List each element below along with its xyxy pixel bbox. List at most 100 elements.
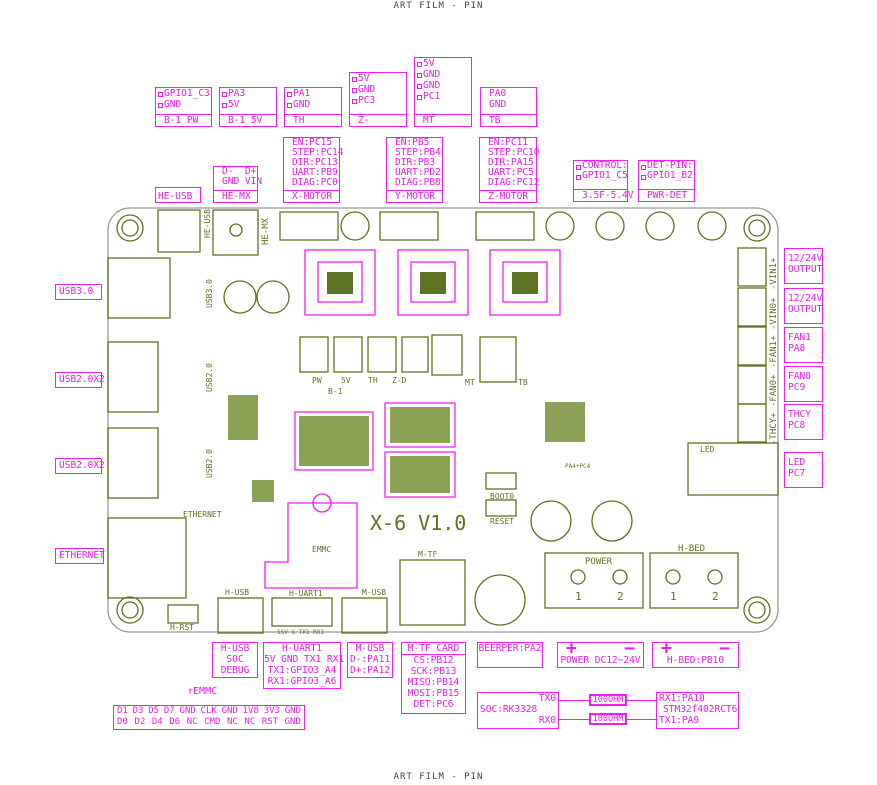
terminal-blocks-right [737, 247, 767, 443]
pcb-silkscreen-shape [121, 601, 139, 619]
pcb-silkscreen-shape [229, 223, 243, 237]
th-line: GND [285, 99, 341, 110]
h-bed-line: H-BED:PB10 [666, 655, 725, 666]
thcy-line: PC8 [788, 420, 806, 431]
b1-pw-line: GPIO1_C3 [156, 88, 211, 99]
board-label-uart-pins: 5SV G TX1 RX1 [277, 629, 324, 636]
board-version: X-6 V1.0 [370, 511, 466, 535]
m-tf-line: CS:PB12 [413, 655, 454, 666]
emmc-pin: 1V8 [242, 706, 259, 716]
fan0-line: FAN0 [788, 371, 811, 382]
pcb-silkscreen-shape [390, 456, 450, 493]
pcb-silkscreen-shape [737, 403, 767, 443]
board-label-emmc: EMMC [312, 545, 331, 554]
resistor-2: 100OHM [589, 713, 627, 725]
control-footer: 3.5F-5.4V [574, 189, 633, 201]
board-label-fan1: -FAN1+ [769, 335, 779, 368]
board-label-usb2b: USB2.0 [205, 449, 214, 478]
pcb-silkscreen-shape [116, 214, 144, 242]
emmc-pin: D7 [163, 706, 175, 716]
pcb-silkscreen-shape [665, 569, 681, 585]
h-uart-connector [271, 597, 333, 627]
h-uart1-line: RX1:GPIO3_A6 [267, 676, 337, 687]
h-usb-port [217, 597, 264, 634]
pcb-silkscreen-shape [121, 219, 139, 237]
pcb-silkscreen-shape [223, 280, 257, 314]
emmc-pin: D1 [117, 706, 128, 716]
board-label-pa4: PA4+PC4 [565, 463, 591, 470]
pcb-silkscreen-shape [707, 569, 723, 585]
control-line: GPIO1_C5 [574, 171, 628, 181]
he-mx-connector [212, 209, 259, 256]
board-label-fan0: -FAN0+ [769, 374, 779, 407]
board-label-2b: 2 [712, 590, 719, 603]
y-motor-line: UART:PD2 [395, 167, 441, 178]
usb3-line: USB3.0 [59, 286, 94, 297]
h-usb-line: SOC [226, 654, 244, 665]
z-minus-line: GND [350, 84, 406, 95]
soc-rx0: RX0 [538, 715, 556, 726]
beeper-line: BEERPER:PA2 [478, 643, 542, 654]
pcb-silkscreen-shape [397, 249, 469, 316]
emmc-pin: D5 [148, 706, 160, 716]
he-mx-footer: HE-MX [214, 190, 257, 202]
m-tf-line: SCK:PB13 [410, 666, 457, 677]
vin1-output-line: 12/24V [788, 253, 823, 264]
y-motor-line: STEP:PB4 [395, 147, 441, 158]
board-label-tb: TB [518, 378, 528, 387]
ethernet-chip [252, 480, 274, 502]
he-mx-line: D- D+ [222, 166, 257, 177]
footer-caption: ART FILM - PIN [393, 772, 484, 782]
x-motor-line: UART:PB9 [292, 167, 338, 178]
x-motor-line: DIR:PC13 [292, 157, 338, 168]
board-label-thcy: -THCY+ [769, 412, 779, 445]
pcb-silkscreen-shape [431, 334, 463, 376]
soc-box: SOC:RK3328 TX0 RX0 [477, 692, 559, 729]
z-motor-footer: Z-MOTOR [480, 190, 536, 202]
tb-footer: TB [481, 114, 536, 126]
mcu-rx: RX1:PA10 [659, 693, 705, 704]
emmc-pin: 3V3 [263, 706, 280, 716]
y-motor-footer: Y-MOTOR [387, 190, 442, 202]
board-label-he-mx: HE-MX [261, 217, 271, 245]
pcb-silkscreen-shape [737, 247, 767, 287]
board-label-boot0: BOOT0 [490, 492, 514, 501]
board-label-usb2a: USB2.0 [205, 363, 214, 392]
emmc-pin: D2 [134, 717, 146, 727]
vin0-output-line: OUTPUT [788, 304, 823, 315]
ethernet-line: ETHERNET [59, 550, 105, 561]
mcu-label: STM32f402RCT6 [663, 704, 738, 715]
thcy-line: THCY [788, 409, 811, 420]
emmc-label: EMMC [193, 686, 218, 697]
board-label-1a: 1 [575, 590, 582, 603]
b1-pw-line: GND [156, 99, 211, 110]
resistor-1: 100OHM [589, 694, 627, 706]
power-plus-sign: + [566, 638, 577, 659]
capacitors-top [223, 211, 727, 314]
z-motor-line: STEP:PC10 [488, 147, 540, 158]
header-caption: ART FILM - PIN [393, 1, 484, 11]
jst-connectors [299, 334, 517, 383]
x-motor-line: DIAG:PC0 [292, 177, 338, 188]
pcb-silkscreen-shape [570, 569, 586, 585]
pcb-silkscreen-shape [107, 257, 171, 319]
mt-line: 5V [415, 58, 471, 69]
m-tf-line: DET:PC6 [413, 699, 454, 710]
usb2-b-line: USB2.0X2 [59, 460, 105, 471]
fan0-line: PC9 [788, 382, 806, 393]
y-motor-line: DIAG:PB8 [395, 177, 441, 188]
he-usb-footer: HE-USB [158, 191, 193, 202]
pcb-silkscreen-shape [645, 211, 675, 241]
pcb-silkscreen-shape [748, 601, 766, 619]
pcb-silkscreen-shape [107, 341, 159, 413]
